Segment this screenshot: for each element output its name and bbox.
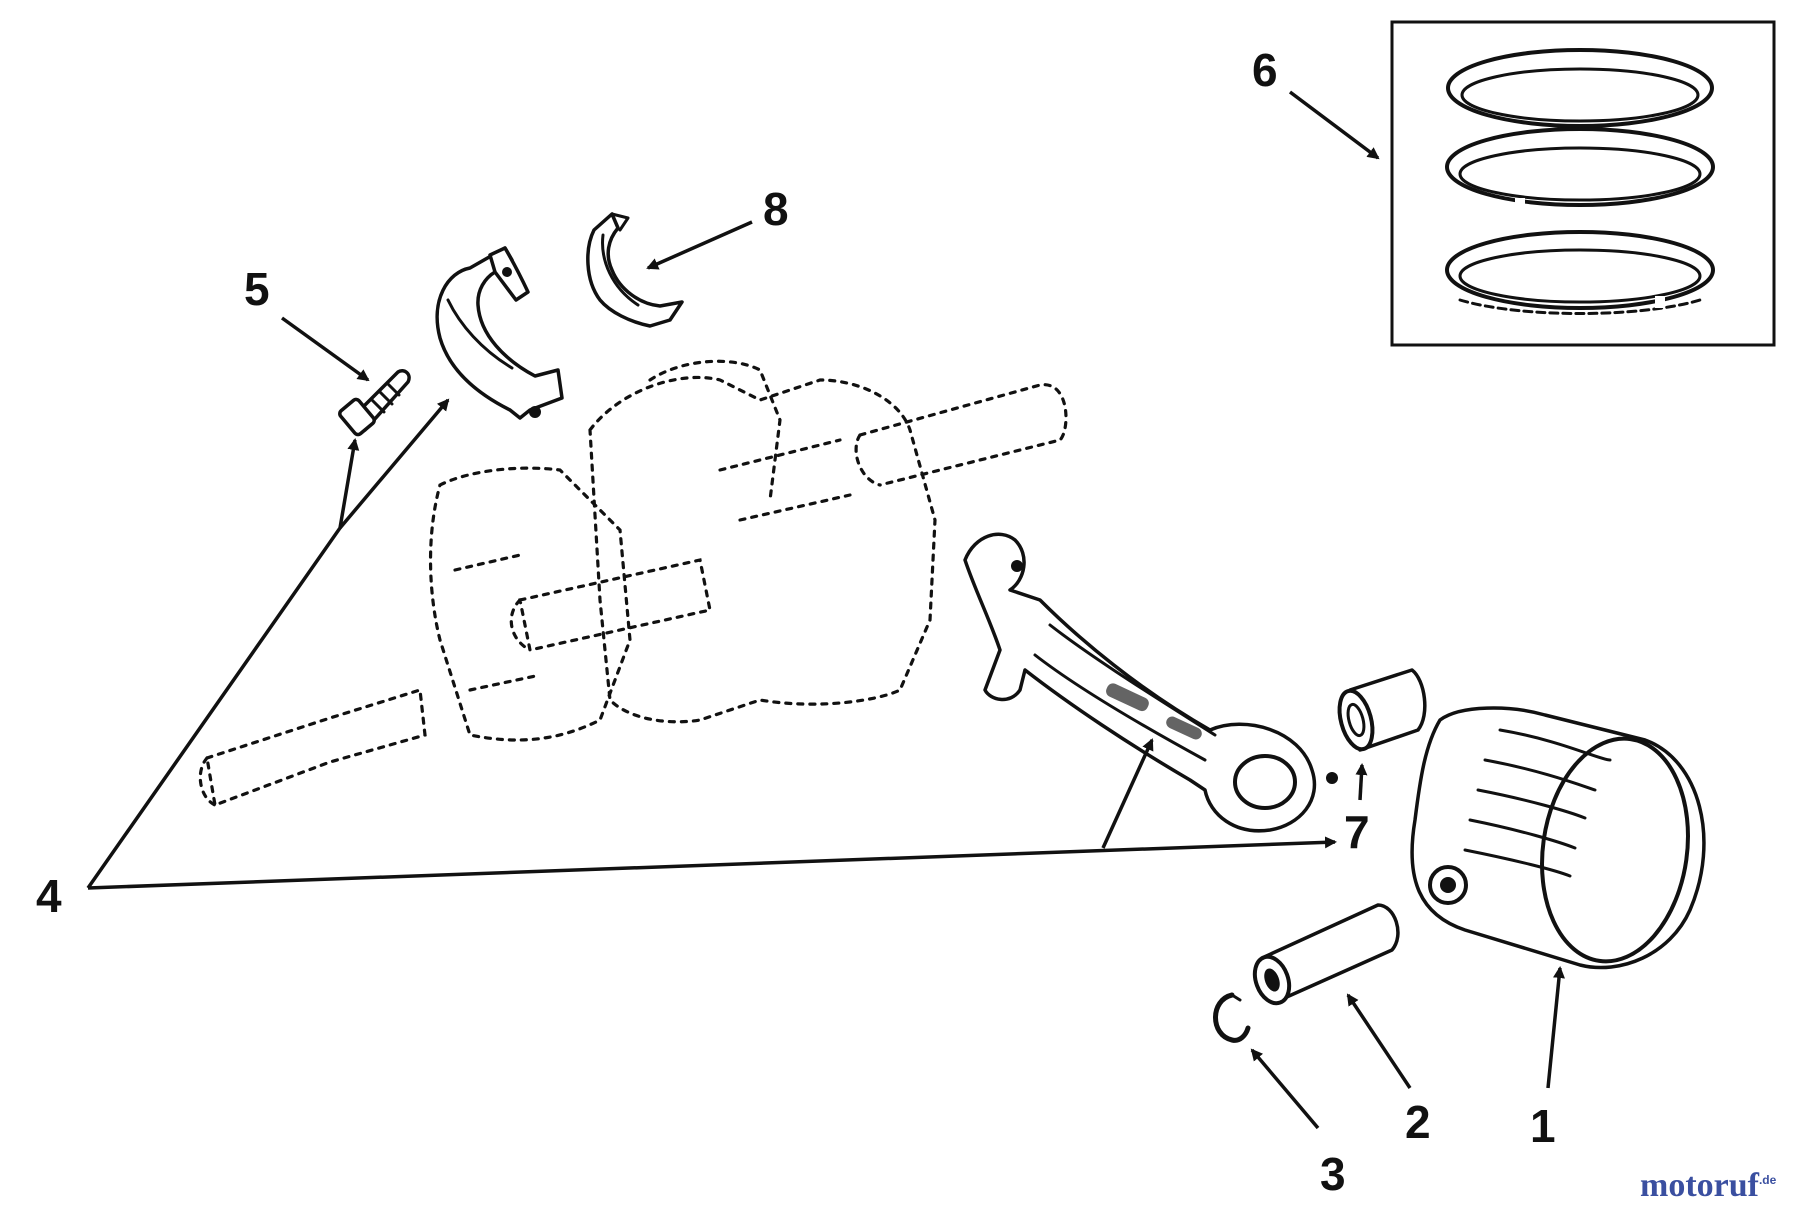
pin-bushing-icon xyxy=(1337,668,1427,752)
rod-bolt-icon xyxy=(338,369,411,437)
watermark-suffix: .de xyxy=(1759,1173,1777,1187)
rod-cap-icon xyxy=(435,246,564,420)
piston-pin-icon xyxy=(1252,903,1400,1006)
retaining-ring-icon xyxy=(1213,992,1251,1043)
callout-5: 5 xyxy=(244,263,270,315)
callout-4: 4 xyxy=(36,870,62,922)
callout-6: 6 xyxy=(1252,44,1278,96)
watermark-logo: motoruf.de xyxy=(1640,1167,1777,1204)
bearing-insert-icon xyxy=(586,212,684,328)
connecting-rod-icon xyxy=(963,532,1338,833)
callout-2: 2 xyxy=(1405,1096,1431,1148)
callout-7: 7 xyxy=(1344,806,1370,858)
watermark-text: motoruf xyxy=(1640,1167,1760,1204)
callout-3: 3 xyxy=(1320,1148,1346,1200)
callout-1: 1 xyxy=(1530,1100,1556,1152)
leader-lines xyxy=(86,90,1565,1130)
piston-ring-set-icon xyxy=(1390,20,1776,347)
piston-icon xyxy=(1410,706,1706,970)
callout-8: 8 xyxy=(763,183,789,235)
crankshaft-phantom xyxy=(198,359,1068,808)
